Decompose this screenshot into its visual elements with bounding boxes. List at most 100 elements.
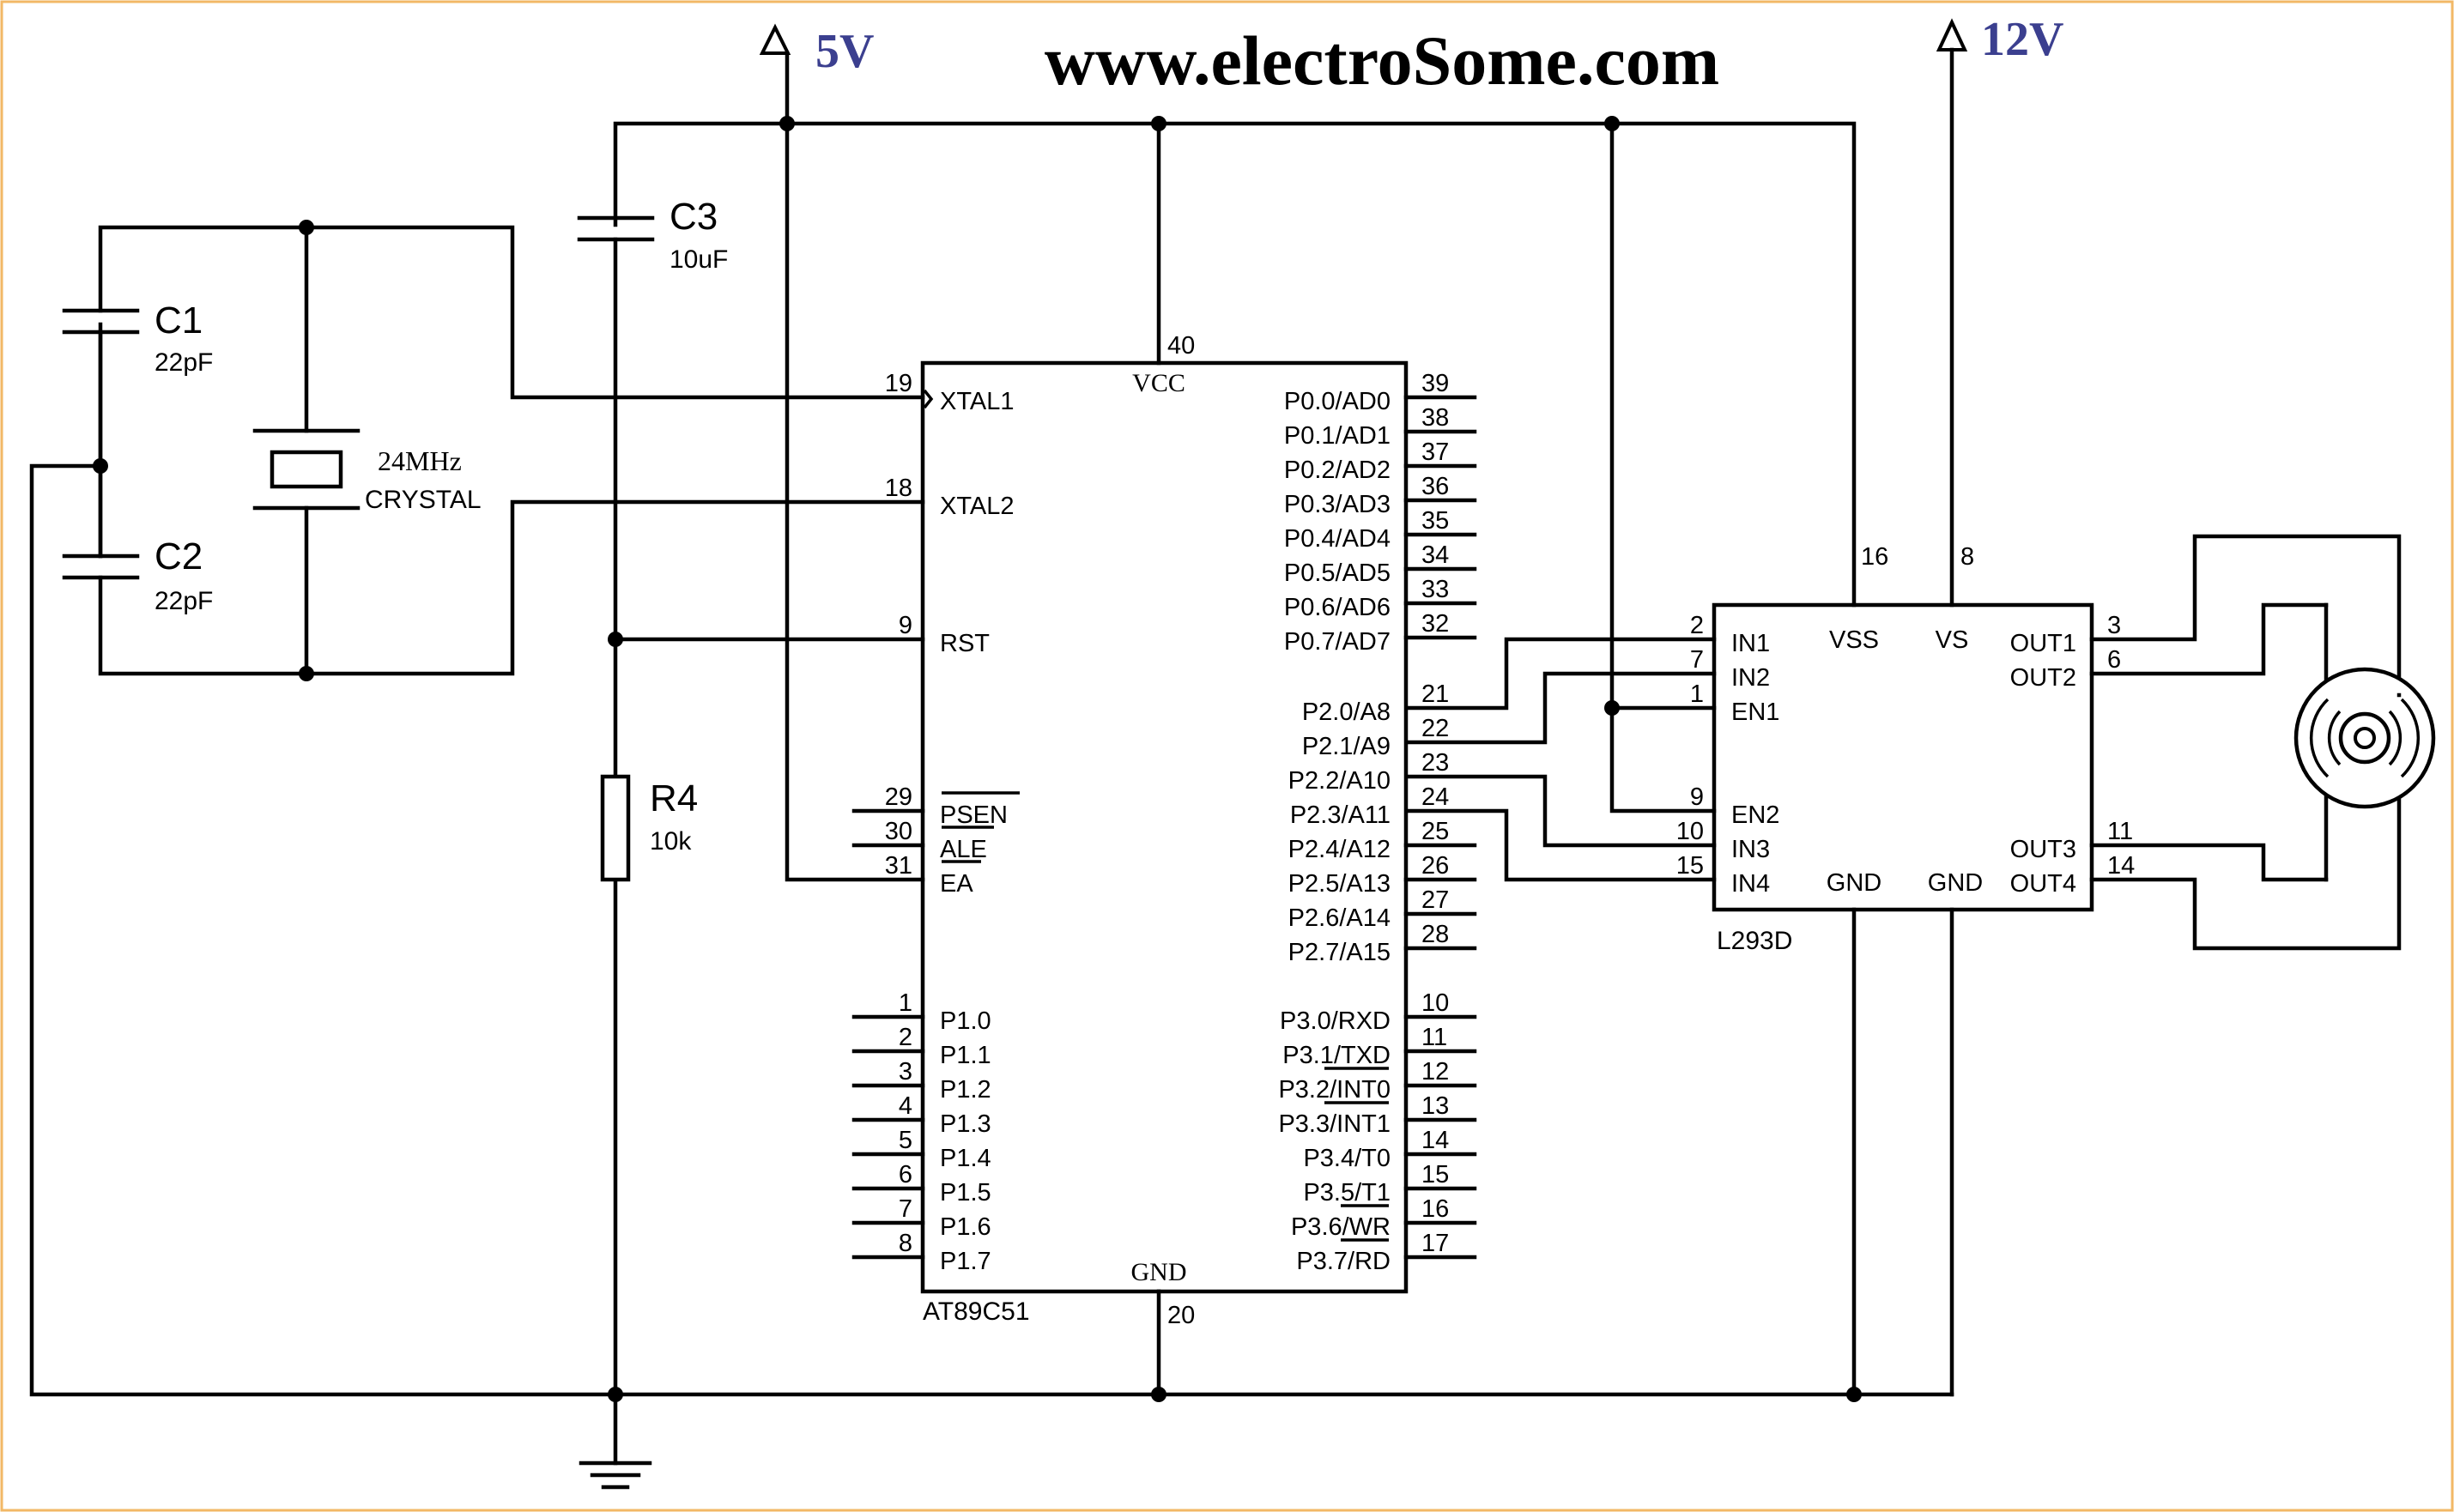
mcu-pin-number: 38 xyxy=(1421,404,1449,432)
driver-pin-name: IN1 xyxy=(1731,630,1770,657)
mcu-pin-number: 5 xyxy=(899,1127,912,1154)
c2-value: 22pF xyxy=(155,587,213,615)
driver-vs-label: VS xyxy=(1936,626,1969,654)
mcu-pin-number: 1 xyxy=(899,989,912,1017)
mcu-pin-name: P2.5/A13 xyxy=(1288,870,1391,898)
mcu-pin-6: 6P1.5 xyxy=(851,1161,991,1207)
mcu-pin-name: P1.0 xyxy=(940,1007,991,1035)
mcu-pin-name: P0.1/AD1 xyxy=(1284,422,1391,450)
driver-pin-name: IN2 xyxy=(1731,664,1770,692)
driver-gnd-label-2: GND xyxy=(1928,869,1983,897)
crystal-type: CRYSTAL xyxy=(365,486,482,514)
mcu-pin-7: 7P1.6 xyxy=(851,1195,991,1241)
c2-name: C2 xyxy=(155,535,203,578)
resistor-r4: R4 10k xyxy=(600,774,698,882)
mcu-pin-number: 22 xyxy=(1421,715,1449,742)
capacitor-c2: C2 22pF xyxy=(62,463,213,615)
mcu-pin-number: 15 xyxy=(1421,1161,1449,1188)
driver-pin-number: 11 xyxy=(2107,818,2133,845)
driver-vs-pin: 8 xyxy=(1960,543,1974,571)
driver-pin-number: 2 xyxy=(1690,612,1704,639)
capacitor-c3: C3 10uF xyxy=(577,196,728,274)
mcu-pin-number: 31 xyxy=(885,852,912,880)
mcu-pin-name: P0.6/AD6 xyxy=(1284,594,1391,621)
mcu-gnd-pin: 20 xyxy=(1167,1302,1195,1329)
driver-pin-name: OUT2 xyxy=(2010,664,2076,692)
driver-vss-label: VSS xyxy=(1829,626,1879,654)
r4-value: 10k xyxy=(650,827,692,856)
mcu-pin-number: 26 xyxy=(1421,852,1449,880)
c3-value: 10uF xyxy=(670,245,728,274)
mcu-pin-name: ALE xyxy=(940,836,987,863)
crystal-24mhz: 24MHz CRYSTAL xyxy=(252,428,482,514)
mcu-pin-number: 25 xyxy=(1421,818,1449,845)
driver-pin-number: 7 xyxy=(1690,646,1704,674)
mcu-pin-name: P3.2/INT0 xyxy=(1278,1076,1391,1104)
driver-pin-number: 9 xyxy=(1690,783,1704,811)
mcu-pin-number: 27 xyxy=(1421,886,1449,914)
mcu-pin-name: P0.2/AD2 xyxy=(1284,457,1391,484)
mcu-pin-name: P1.1 xyxy=(940,1042,991,1069)
mcu-pin-name: P3.6/WR xyxy=(1291,1213,1391,1241)
dc-motor xyxy=(2293,602,2436,882)
mcu-pin-number: 4 xyxy=(899,1092,912,1120)
mcu-pin-number: 24 xyxy=(1421,783,1449,811)
mcu-vcc-label: VCC xyxy=(1132,369,1185,397)
mcu-pin-name: PSEN xyxy=(940,801,1008,829)
driver-pin-name: EN2 xyxy=(1731,801,1779,829)
mcu-pin-3: 3P1.2 xyxy=(851,1058,991,1104)
mcu-pin-number: 17 xyxy=(1421,1230,1449,1257)
mcu-pin-number: 7 xyxy=(899,1195,912,1223)
driver-pin-number: 15 xyxy=(1676,852,1704,880)
mcu-pin-name: P3.5/T1 xyxy=(1303,1179,1391,1207)
mcu-gnd-label: GND xyxy=(1131,1258,1187,1286)
mcu-pin-name: P0.0/AD0 xyxy=(1284,388,1391,415)
mcu-pin-name: EA xyxy=(940,870,973,898)
mcu-pin-name: P1.2 xyxy=(940,1076,991,1104)
mcu-pin-number: 32 xyxy=(1421,610,1449,638)
driver-pin-name: OUT3 xyxy=(2010,836,2076,863)
mcu-pin-name: P3.7/RD xyxy=(1296,1248,1391,1275)
mcu-pin-name: P0.3/AD3 xyxy=(1284,491,1391,518)
mcu-pin-number: 21 xyxy=(1421,680,1449,708)
mcu-pin-name: P1.6 xyxy=(940,1213,991,1241)
mcu-pin-name: P3.3/INT1 xyxy=(1278,1110,1391,1138)
mcu-pin-number: 35 xyxy=(1421,507,1449,535)
mcu-pin-name: P3.1/TXD xyxy=(1282,1042,1391,1069)
mcu-pin-number: 33 xyxy=(1421,576,1449,603)
driver-pin-number: 14 xyxy=(2107,852,2135,880)
mcu-pin-name: XTAL1 xyxy=(940,388,1015,415)
driver-pin-number: 6 xyxy=(2107,646,2121,674)
mcu-pin-number: 19 xyxy=(885,370,912,397)
mcu-pin-name: P2.1/A9 xyxy=(1302,733,1391,760)
driver-pin-name: OUT1 xyxy=(2010,630,2076,657)
mcu-pin-1: 1P1.0 xyxy=(851,989,991,1035)
overbars xyxy=(942,791,1389,1242)
